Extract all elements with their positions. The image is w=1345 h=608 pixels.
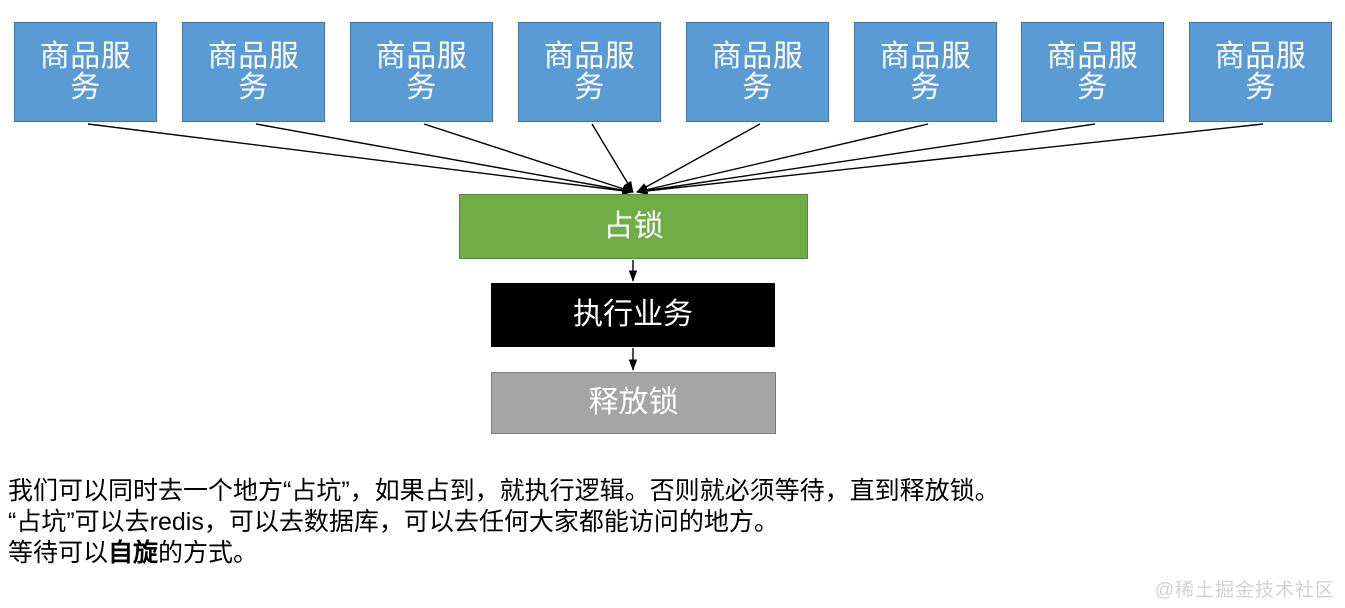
service-node-5[interactable]: 商品服务 bbox=[686, 22, 829, 122]
release-node[interactable]: 释放锁 bbox=[491, 372, 776, 434]
service-node-2[interactable]: 商品服务 bbox=[182, 22, 325, 122]
caption-block: 我们可以同时去一个地方“占坑”，如果占到，就执行逻辑。否则就必须等待，直到释放锁… bbox=[8, 476, 1345, 569]
service-node-label: 商品服务 bbox=[543, 39, 636, 104]
service-node-label: 商品服务 bbox=[879, 39, 972, 104]
service-node-3[interactable]: 商品服务 bbox=[350, 22, 493, 122]
arrow-service-1-to-lock bbox=[87, 123, 634, 195]
lock-node-label: 占锁 bbox=[603, 209, 664, 243]
arrow-service-7-to-lock bbox=[636, 123, 1096, 195]
service-node-label: 商品服务 bbox=[375, 39, 468, 104]
diagram-canvas: 商品服务 商品服务 商品服务 商品服务 商品服务 商品服务 商品服务 商品服务 … bbox=[14, 22, 1332, 434]
service-node-label: 商品服务 bbox=[207, 39, 300, 104]
arrow-service-2-to-lock bbox=[255, 123, 634, 195]
service-node-4[interactable]: 商品服务 bbox=[518, 22, 661, 122]
caption-line-2: “占坑”可以去redis，可以去数据库，可以去任何大家都能访问的地方。 bbox=[8, 508, 779, 536]
caption-line-3: 等待可以自旋的方式。 bbox=[8, 538, 1345, 569]
arrow-service-6-to-lock bbox=[636, 123, 929, 194]
business-node[interactable]: 执行业务 bbox=[491, 283, 775, 347]
arrow-service-4-to-lock bbox=[591, 123, 634, 193]
arrow-service-5-to-lock bbox=[636, 123, 761, 193]
service-node-7[interactable]: 商品服务 bbox=[1021, 22, 1164, 122]
release-node-label: 释放锁 bbox=[588, 386, 679, 420]
service-node-label: 商品服务 bbox=[1046, 39, 1139, 104]
service-node-label: 商品服务 bbox=[711, 39, 804, 104]
business-node-label: 执行业务 bbox=[573, 298, 693, 332]
caption-line-3-emphasis: 自旋 bbox=[108, 539, 159, 567]
lock-node[interactable]: 占锁 bbox=[459, 194, 808, 259]
service-node-label: 商品服务 bbox=[1214, 39, 1307, 104]
caption-line-3-prefix: 等待可以 bbox=[8, 539, 109, 567]
watermark: @稀土掘金技术社区 bbox=[1154, 580, 1335, 601]
service-node-6[interactable]: 商品服务 bbox=[854, 22, 997, 122]
service-node-1[interactable]: 商品服务 bbox=[14, 22, 157, 122]
service-node-label: 商品服务 bbox=[39, 39, 132, 104]
caption-line-1: 我们可以同时去一个地方“占坑”，如果占到，就执行逻辑。否则就必须等待，直到释放锁… bbox=[8, 477, 1000, 505]
service-node-8[interactable]: 商品服务 bbox=[1189, 22, 1332, 122]
caption-line-3-suffix: 的方式。 bbox=[158, 539, 259, 567]
arrow-service-8-to-lock bbox=[636, 123, 1264, 196]
arrow-service-3-to-lock bbox=[423, 123, 634, 193]
